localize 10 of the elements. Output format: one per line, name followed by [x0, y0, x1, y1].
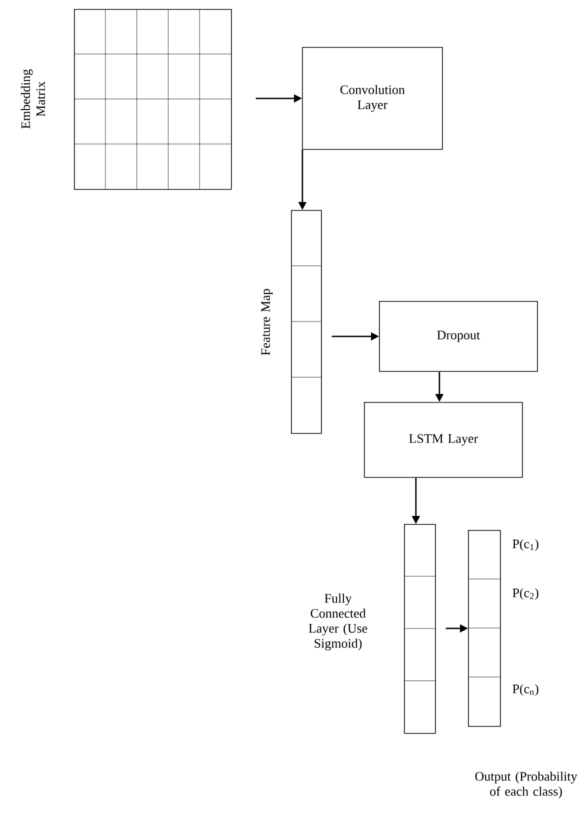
layer-label: Feature Map: [261, 288, 273, 356]
layer-box: Dropout: [379, 301, 538, 372]
probability-label: P(c$_{1}$): [512, 539, 538, 551]
probability-label: P(c$_{n}$): [512, 684, 538, 696]
layer-label: Embedding Matrix: [20, 69, 46, 129]
layer-label: Fully Connected Layer (Use Sigmoid): [308, 594, 368, 650]
layer-box: LSTM Layer: [364, 402, 523, 478]
layer-label: Output (Probability of each class): [475, 772, 578, 798]
probability-label: P(c$_{2}$): [512, 588, 538, 600]
layer-box: Convolution Layer: [302, 47, 443, 150]
